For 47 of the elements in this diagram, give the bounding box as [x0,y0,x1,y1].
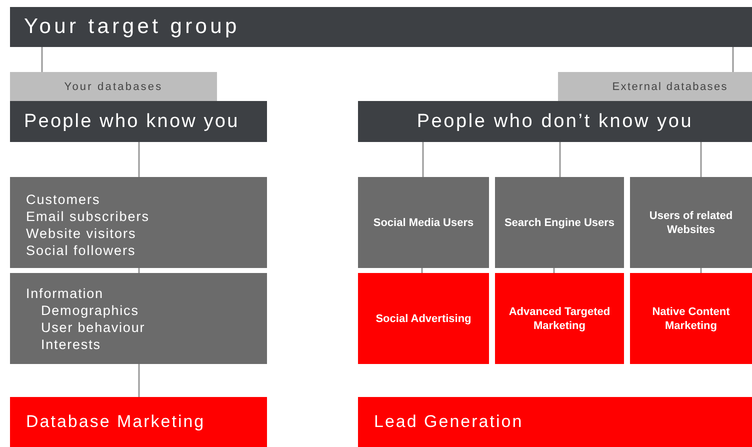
connector-line [421,268,423,273]
node-text: Your databases [64,80,163,92]
information-box [10,273,267,364]
node-text: Your target group [24,15,240,39]
database-tab [558,72,752,101]
connector-line [732,47,734,72]
marketing-box [630,273,752,364]
marketing-box [495,273,624,364]
connector-line [700,142,702,177]
connector-line [138,142,140,177]
marketing-box [358,273,489,364]
node-text: Users of related Websites [648,208,734,236]
node-text: Email subscribers [26,208,151,225]
node-text: Interests [40,336,102,353]
audience-box [10,177,267,268]
node-text: Lead Generation [374,412,524,432]
connector-line [559,142,561,177]
node-text: People who know you [24,110,240,132]
node-text: Search Engine Users [504,216,615,230]
node-text: People who don’t know you [416,110,694,132]
group-header [358,101,752,142]
connector-line [422,142,424,177]
node-text: Social followers [26,242,137,259]
node-text: Social Advertising [376,312,472,326]
node-text: Social Media Users [373,216,474,230]
node-text: User behaviour [40,319,146,336]
node-text: Information [26,285,104,302]
node-text: Website visitors [26,225,138,242]
title-bar [10,7,752,47]
outcome-bar [10,397,267,447]
connector-line [700,268,702,273]
connector-line [138,268,140,273]
connector-line [138,364,140,397]
connector-line [41,47,43,72]
node-text: Advanced Targeted Marketing [508,304,612,332]
audience-box [358,177,489,268]
node-text: External databases [612,80,728,92]
audience-box [495,177,624,268]
node-text: Demographics [40,302,140,319]
outcome-bar [358,397,752,447]
node-text: Customers [26,191,102,208]
database-tab [10,72,217,101]
connector-line [553,268,555,273]
node-text: Native Content Marketing [651,304,731,332]
group-header [10,101,267,142]
audience-box [630,177,752,268]
node-text: Database Marketing [26,412,206,432]
